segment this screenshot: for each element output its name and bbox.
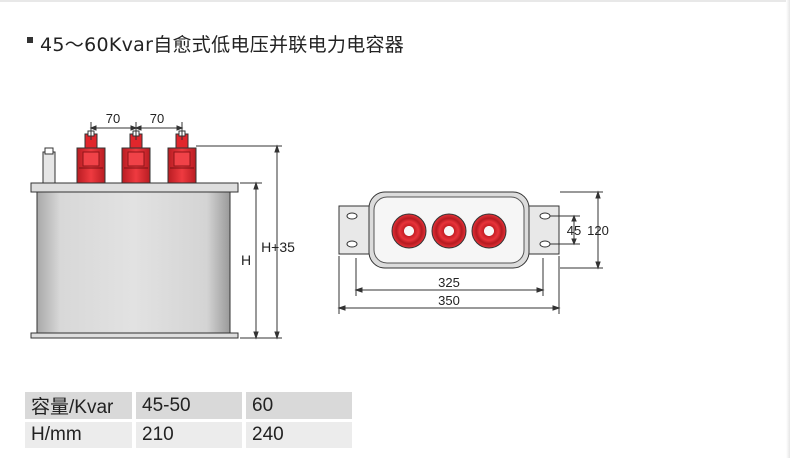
pitch-dimension [89, 122, 184, 140]
pitch-label-1: 70 [106, 111, 120, 126]
top-edge [0, 0, 790, 2]
table-cell: 210 [132, 420, 244, 448]
table-row: H/mm 210 240 [25, 420, 352, 448]
table-cell: 240 [242, 420, 352, 448]
terminals [76, 130, 197, 184]
total-height-label: H+35 [261, 239, 295, 255]
terminal-top-1 [391, 213, 427, 249]
height-dimension [196, 144, 282, 340]
title-bullet [27, 37, 33, 43]
capacitor-body [36, 191, 231, 335]
outer-width-label: 350 [438, 293, 460, 308]
table-cell: 60 [242, 392, 352, 422]
terminal-top-3 [471, 213, 507, 249]
row-header: 容量/Kvar [25, 392, 134, 422]
row-header: H/mm [25, 420, 134, 448]
inner-width-label: 325 [438, 275, 460, 290]
hole-spacing-label: 45 [567, 223, 581, 238]
right-bracket [525, 205, 560, 255]
terminal-front-2 [121, 130, 151, 184]
top-view: 325 350 45 120 [337, 190, 609, 314]
terminal-top-2 [431, 213, 467, 249]
page-title: 45～60Kvar自愈式低电压并联电力电容器 [40, 34, 405, 56]
capacitor-base [30, 332, 239, 339]
capacitor-lid [30, 182, 239, 193]
ground-post [42, 147, 56, 186]
table-row: 容量/Kvar 45-50 60 [25, 392, 352, 422]
bracket-height-label: 120 [587, 223, 609, 238]
height-label: H [241, 252, 251, 268]
right-edge [786, 0, 790, 458]
spec-table: 容量/Kvar 45-50 60 H/mm 210 240 [25, 392, 352, 448]
terminal-front-3 [167, 130, 197, 184]
table-cell: 45-50 [132, 392, 244, 422]
bracket-dimensions [550, 190, 603, 270]
left-bracket [338, 205, 373, 255]
pitch-label-2: 70 [150, 111, 164, 126]
width-dimensions [337, 256, 561, 314]
front-view: 70 70 H H+35 [30, 111, 295, 340]
